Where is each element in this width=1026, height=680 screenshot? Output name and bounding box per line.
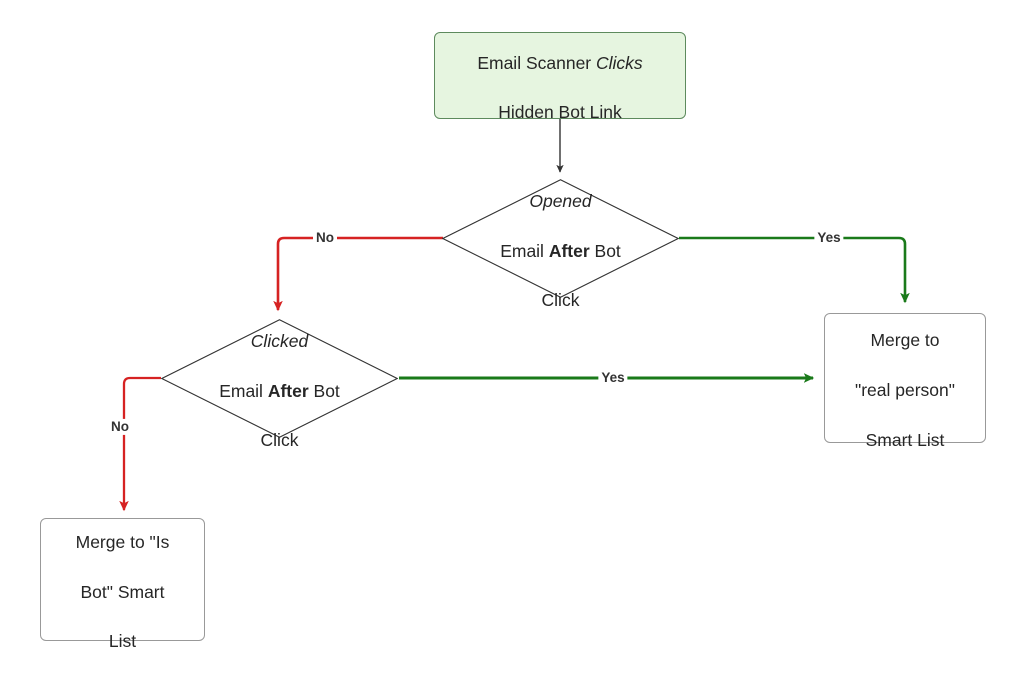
- clicked-line3: Click: [260, 430, 299, 451]
- edge-clicked-no: [119, 376, 161, 512]
- edge-opened-no: [273, 236, 443, 312]
- clicked-line2-bold: After: [267, 380, 309, 401]
- start-line1-plain: Email Scanner: [477, 52, 596, 73]
- node-merge-to-real-person-smart-list[interactable]: Merge to "real person" Smart List: [824, 313, 986, 450]
- real-person-line1: Merge to: [870, 330, 940, 351]
- node-merge-to-is-bot-smart-list[interactable]: Merge to "Is Bot" Smart List: [40, 518, 205, 651]
- diamond-shape-clicked: [161, 319, 398, 438]
- diamond-shape-opened: [442, 179, 679, 298]
- start-line1-italic: Clicks: [596, 52, 643, 73]
- edge-label-clicked-no: No: [108, 418, 132, 436]
- opened-line1: Opened: [529, 190, 592, 211]
- is-bot-line1: Merge to "Is: [75, 531, 170, 552]
- clicked-line2-post: Bot: [308, 380, 340, 401]
- clicked-line1: Clicked: [250, 330, 309, 351]
- edge-label-clicked-yes: Yes: [598, 369, 628, 387]
- edge-opened-yes: [679, 236, 910, 304]
- node-email-scanner-clicks-hidden-bot-link[interactable]: Email Scanner Clicks Hidden Bot Link: [434, 32, 686, 122]
- node-clicked-label: Clicked Email After Bot Click: [219, 304, 340, 453]
- opened-line3: Click: [541, 290, 580, 311]
- node-opened-label: Opened Email After Bot Click: [500, 164, 621, 313]
- edge-label-opened-yes: Yes: [814, 229, 844, 247]
- node-is-bot-label: Merge to "Is Bot" Smart List: [66, 505, 180, 654]
- node-real-person-label: Merge to "real person" Smart List: [845, 303, 965, 452]
- real-person-line2: "real person": [855, 380, 955, 400]
- is-bot-line2: Bot" Smart: [80, 581, 165, 602]
- real-person-line3: Smart List: [865, 429, 945, 450]
- node-clicked-email-after-bot-click[interactable]: Clicked Email After Bot Click: [161, 319, 398, 450]
- node-start-label: Email Scanner Clicks Hidden Bot Link: [467, 26, 652, 125]
- opened-line2-bold: After: [548, 240, 590, 261]
- is-bot-line3: List: [108, 631, 137, 652]
- node-opened-email-after-bot-click[interactable]: Opened Email After Bot Click: [442, 179, 679, 310]
- edge-label-opened-no: No: [313, 229, 337, 247]
- opened-line2-post: Bot: [589, 240, 621, 261]
- clicked-line2-pre: Email: [219, 380, 268, 401]
- start-line2: Hidden Bot Link: [498, 102, 622, 123]
- opened-line2-pre: Email: [500, 240, 549, 261]
